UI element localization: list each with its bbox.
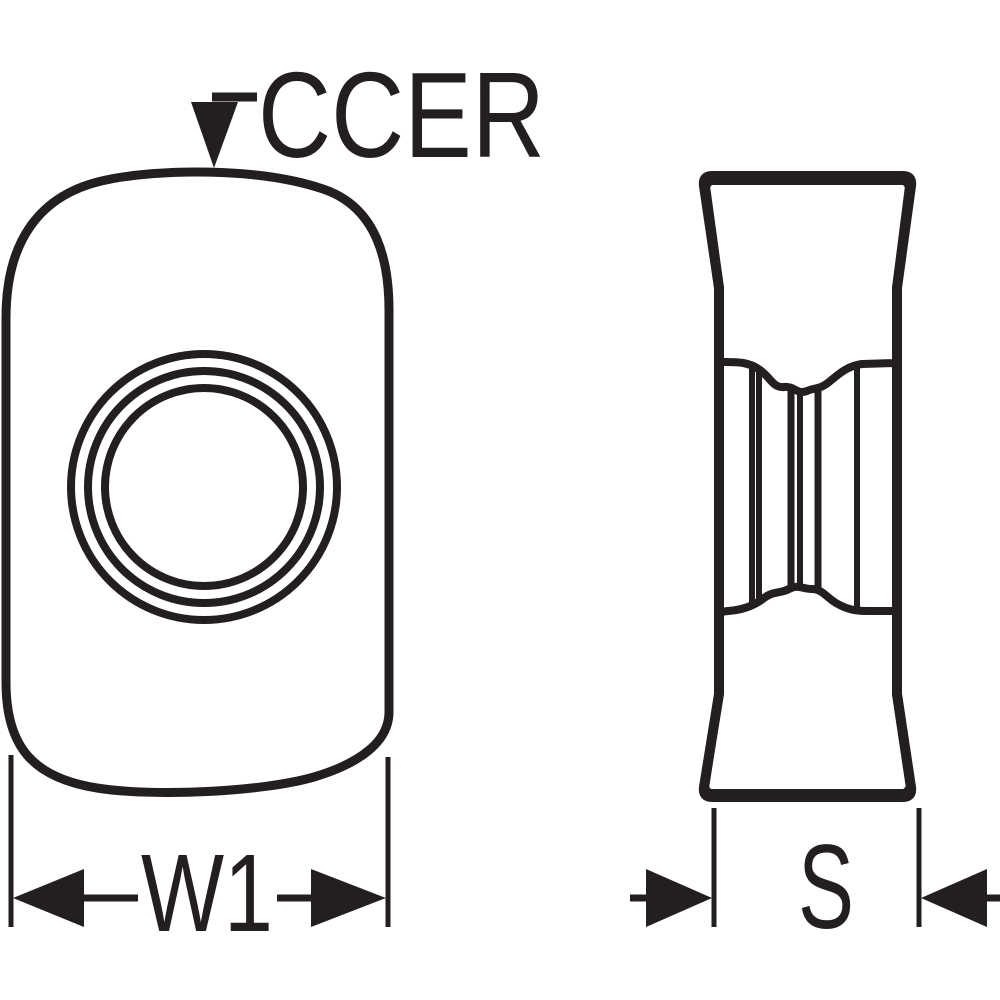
upper-hatch-section	[702, 177, 913, 396]
insert-style-label: CCER	[258, 47, 545, 183]
lower-hatch-section	[701, 582, 914, 797]
s-dimension: S	[630, 808, 1000, 954]
arrow-left-icon	[921, 869, 987, 927]
w1-dimension: W1	[8, 755, 391, 955]
hole-middle-ring	[84, 367, 324, 607]
hole-outer-ring	[67, 350, 341, 624]
side-view-body	[698, 171, 917, 802]
side-view	[698, 171, 917, 802]
profile-edge-lines	[749, 366, 860, 607]
hole-bore	[101, 384, 307, 590]
ccer-callout: CCER	[191, 47, 545, 183]
front-view: CCER	[1, 47, 545, 797]
front-view-body	[1, 167, 394, 797]
arrow-right-icon	[646, 869, 712, 927]
arrow-down-icon	[191, 102, 238, 168]
thickness-dimension-label: S	[798, 820, 854, 954]
arrow-left-icon	[13, 869, 84, 927]
arrow-right-icon	[311, 869, 386, 927]
width-dimension-label: W1	[141, 832, 273, 955]
mounting-hole	[67, 350, 341, 624]
